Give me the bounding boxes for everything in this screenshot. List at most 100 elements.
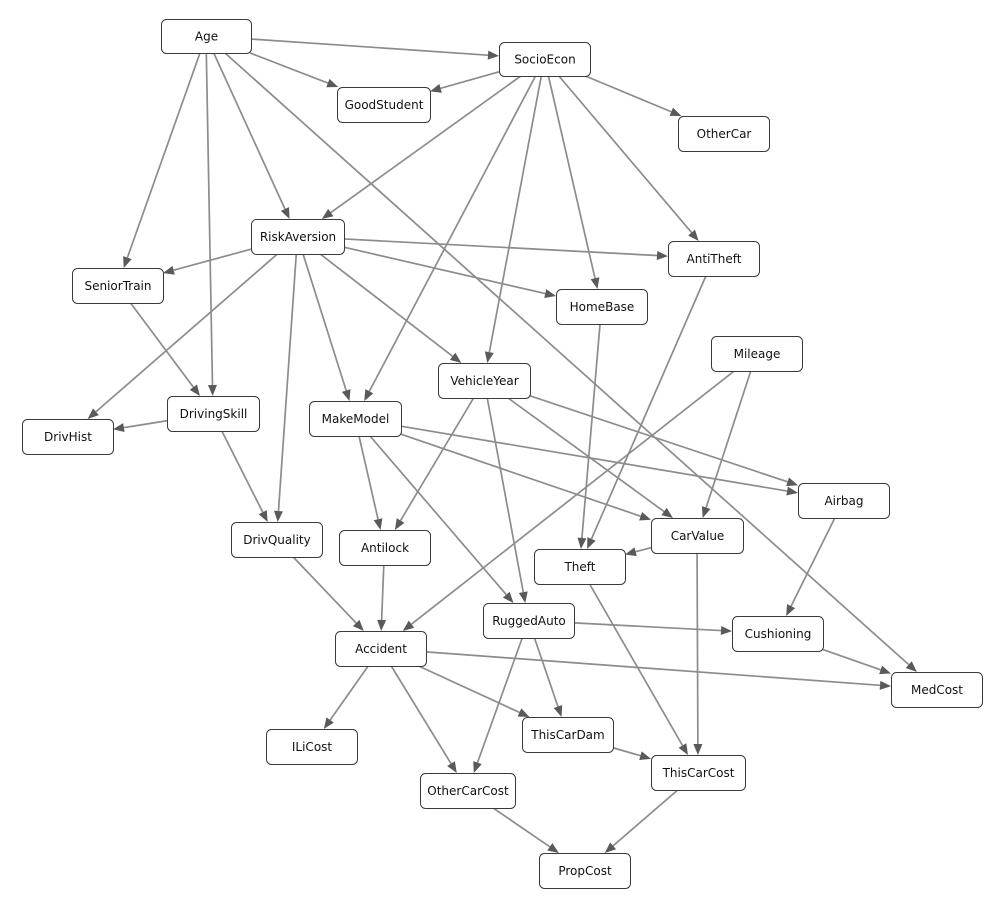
edge-rugged-auto-to-this-car-dam [533,637,563,717]
node-home-base[interactable]: HomeBase [556,289,648,325]
edge-line [588,583,684,746]
node-box[interactable] [651,755,746,791]
node-socio-econ[interactable]: SocioEcon [499,42,591,77]
edge-line [573,622,722,632]
node-box[interactable] [891,672,983,708]
edge-layer [87,38,917,853]
node-box[interactable] [337,87,431,123]
node-label: Cushioning [745,627,812,641]
node-box[interactable] [651,518,744,554]
edge-line [390,665,452,765]
node-label: ILiCost [292,740,333,754]
node-box[interactable] [72,268,164,304]
edge-line [612,746,641,757]
edge-line [129,302,195,388]
node-med-cost[interactable]: MedCost [891,672,983,708]
node-box[interactable] [499,42,591,77]
node-box[interactable] [309,401,402,437]
edge-line [343,238,658,257]
arrowhead-icon [693,743,703,755]
node-label: RuggedAuto [492,614,566,628]
node-make-model[interactable]: MakeModel [309,401,402,437]
edge-age-to-socio-econ [250,38,499,60]
node-label: DrivQuality [243,533,311,547]
node-senior-train[interactable]: SeniorTrain [72,268,164,304]
edge-make-model-to-car-value [400,433,651,521]
node-box[interactable] [161,19,252,54]
node-age[interactable]: Age [161,19,252,54]
arrowhead-icon [661,507,673,518]
node-this-car-cost[interactable]: ThisCarCost [651,755,746,791]
node-accident[interactable]: Accident [335,631,427,667]
arrowhead-icon [879,680,891,690]
node-risk-aversion[interactable]: RiskAversion [251,219,345,255]
edge-line [249,52,329,84]
node-box[interactable] [678,116,770,152]
node-box[interactable] [668,241,760,277]
node-rugged-auto[interactable]: RuggedAuto [483,603,575,639]
node-airbag[interactable]: Airbag [798,483,890,519]
edge-line [590,275,707,540]
node-driv-quality[interactable]: DrivQuality [231,522,323,558]
edge-senior-train-to-driving-skill [129,302,200,396]
node-box[interactable] [251,219,345,255]
edge-accident-to-ili-cost [323,665,369,729]
edge-socio-econ-to-make-model [364,75,537,401]
edge-anti-theft-to-theft [587,275,707,549]
node-other-car-cost[interactable]: OtherCarCost [420,773,516,809]
node-theft[interactable]: Theft [534,549,626,585]
node-prop-cost[interactable]: PropCost [539,853,631,889]
node-box[interactable] [534,549,626,585]
node-anti-theft[interactable]: AntiTheft [668,241,760,277]
arrowhead-icon [669,107,682,116]
node-box[interactable] [438,363,531,399]
node-antilock[interactable]: Antilock [339,530,431,566]
arrowhead-icon [688,229,699,241]
node-box[interactable] [231,522,323,558]
node-mileage[interactable]: Mileage [711,336,803,372]
edge-line [380,564,385,621]
edge-line [558,75,693,234]
node-box[interactable] [266,729,358,765]
node-label: RiskAversion [260,230,336,244]
edge-driving-skill-to-driv-hist [113,419,168,433]
node-box[interactable] [711,336,803,372]
edge-line [410,370,735,625]
node-box[interactable] [420,773,516,809]
node-box[interactable] [339,530,431,566]
node-box[interactable] [22,419,114,455]
node-box[interactable] [522,717,614,753]
node-driving-skill[interactable]: DrivingSkill [167,396,260,432]
edge-home-base-to-theft [577,323,601,549]
edge-line [343,246,546,295]
node-car-value[interactable]: CarValue [651,518,744,554]
node-label: VehicleYear [450,374,518,388]
node-label: OtherCar [697,127,752,141]
arrowhead-icon [189,384,200,396]
edge-line [418,665,520,714]
node-cushioning[interactable]: Cushioning [732,616,824,652]
arrowhead-icon [678,743,688,755]
node-this-car-dam[interactable]: ThisCarDam [522,717,614,753]
node-box[interactable] [167,396,260,432]
node-good-student[interactable]: GoodStudent [337,87,431,123]
edge-risk-aversion-to-driv-hist [87,253,278,419]
edge-line [400,425,788,492]
edge-line [368,75,537,392]
node-label: Mileage [734,347,781,361]
arrowhead-icon [163,265,175,275]
node-box[interactable] [732,616,824,652]
node-box[interactable] [539,853,631,889]
edge-socio-econ-to-good-student [430,71,500,93]
node-vehicle-year[interactable]: VehicleYear [438,363,531,399]
node-box[interactable] [556,289,648,325]
node-box[interactable] [798,483,890,519]
edge-line [507,397,665,513]
node-ili-cost[interactable]: ILiCost [266,729,358,765]
node-box[interactable] [335,631,427,667]
node-box[interactable] [483,603,575,639]
edge-line [425,651,881,687]
node-driv-hist[interactable]: DrivHist [22,419,114,455]
edge-risk-aversion-to-anti-theft [343,238,668,261]
node-other-car[interactable]: OtherCar [678,116,770,152]
